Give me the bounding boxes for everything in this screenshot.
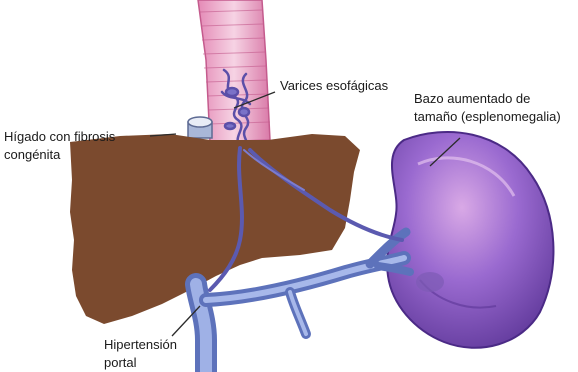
portal-label-line-1: Hipertensión [104,336,177,354]
liver-label-line-2: congénita [4,146,115,164]
liver-label: Hígado con fibrosis congénita [4,128,115,164]
varices-label: Varices esofágicas [280,77,388,95]
spleen-label: Bazo aumentado de tamaño (esplenomegalia… [414,90,561,126]
portal-label-line-2: portal [104,354,177,372]
portal-hypertension-label: Hipertensión portal [104,336,177,372]
liver-label-line-1: Hígado con fibrosis [4,128,115,146]
vena-cava-stub [188,117,212,138]
spleen-label-line-2: tamaño (esplenomegalia) [414,108,561,126]
varices-label-text: Varices esofágicas [280,78,388,93]
spleen-label-line-1: Bazo aumentado de [414,90,561,108]
spleen [387,132,553,348]
